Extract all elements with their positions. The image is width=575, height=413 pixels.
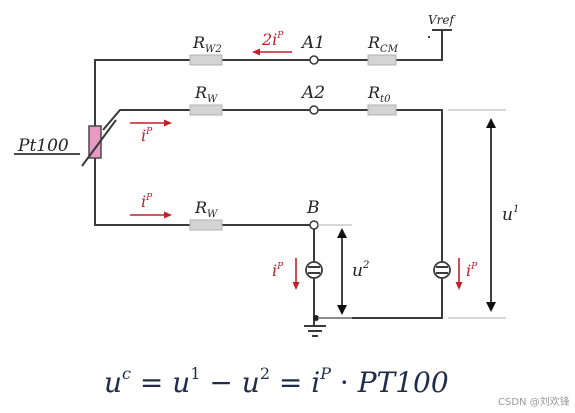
u2-measurement [318,224,352,319]
arrow-ip-a2 [130,119,172,127]
arrow-2ip [252,48,292,56]
resistor-rw2 [189,54,223,66]
ground-symbol [304,315,326,337]
pt100-sensor [81,119,117,167]
u2-label: u2 [352,260,369,281]
current-source-b [305,261,323,279]
resistor-rt0 [367,104,397,116]
equation: uc = u1 − u2 = iP · PT100 [104,364,449,399]
rcm-label: RCM [367,33,399,55]
rt0-label: Rt0 [367,83,391,105]
pt100-label: Pt100 [17,136,69,156]
wire-a2-line [102,109,443,319]
arrow-ip-b [130,211,172,219]
a1-label: A1 [300,33,325,53]
current-ip-source-a2-label: iP [466,261,478,280]
u1-label: u1 [502,204,519,225]
current-ip-a2-label: iP [141,126,153,145]
terminal-b [309,220,319,230]
u1-measurement [448,109,506,319]
wire-b-line [94,158,315,326]
rw-b-label: RW [194,198,218,220]
terminal-a2 [309,105,319,115]
current-source-a2 [433,261,451,279]
rw-a2-label: RW [194,83,218,105]
resistor-rcm [367,54,397,66]
a2-label: A2 [300,83,325,103]
resistor-rw-a2 [189,104,223,116]
arrow-ip-source-b [292,258,300,290]
resistor-rw-b [189,219,223,231]
wire-a1-line [94,29,452,126]
rw2-label: RW2 [192,33,222,55]
current-ip-b-label: iP [141,192,153,211]
terminal-a1 [309,55,319,65]
watermark: CSDN @刘欢锋 [498,395,570,408]
current-2ip-label: 2iP [261,30,284,49]
current-ip-source-b-label: iP [272,261,284,280]
b-label: B [306,198,320,218]
arrow-ip-source-a2 [455,258,463,290]
vref-label: Vref [428,13,457,27]
